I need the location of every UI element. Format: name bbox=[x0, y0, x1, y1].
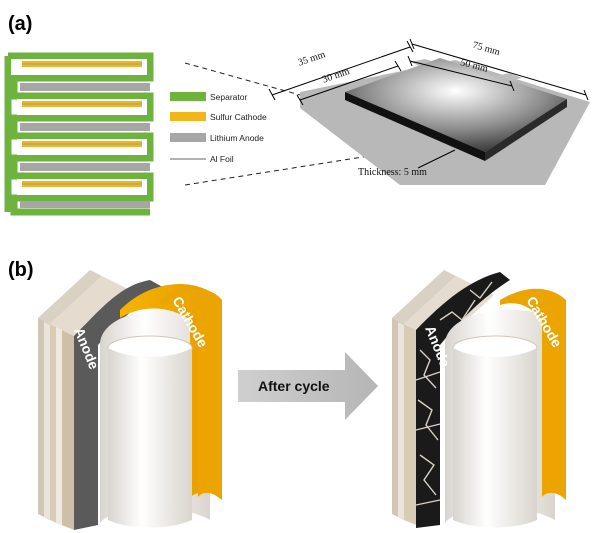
after-cycle-arrow bbox=[238, 352, 378, 420]
legend-swatch-separator bbox=[170, 92, 206, 101]
panel-a-label: (a) bbox=[8, 13, 32, 35]
dimensions bbox=[268, 38, 589, 169]
anode-sheet-before bbox=[74, 280, 168, 530]
legend-swatch-cathode bbox=[170, 112, 206, 121]
legend: Separator Sulfur Cathode Lithium Anode A… bbox=[170, 92, 267, 164]
panel-b-label: (b) bbox=[8, 259, 34, 281]
dim-label-35mm: 35 mm bbox=[297, 49, 327, 69]
legend-label-cathode: Sulfur Cathode bbox=[210, 112, 267, 122]
dim-label-thickness: Thickness: 5 mm bbox=[358, 167, 427, 178]
battery-before bbox=[38, 270, 222, 530]
separator-zfold bbox=[8, 52, 154, 216]
anode-sheet-after bbox=[416, 272, 510, 528]
legend-swatch-anode bbox=[170, 133, 206, 142]
dim-label-75mm: 75 mm bbox=[471, 40, 501, 58]
legend-label-foil: Al Foil bbox=[210, 154, 234, 164]
after-cycle-label: After cycle bbox=[258, 378, 330, 394]
cathode-sheet-after bbox=[500, 288, 566, 500]
anode-layers bbox=[20, 83, 150, 208]
anode-cracks bbox=[415, 281, 493, 506]
cell-top-face bbox=[345, 58, 567, 152]
legend-label-anode: Lithium Anode bbox=[210, 133, 264, 143]
pouch-cell bbox=[184, 58, 590, 186]
zfold-stack bbox=[4, 52, 154, 216]
battery-after bbox=[392, 270, 566, 528]
cathode-layers bbox=[22, 61, 142, 187]
legend-label-separator: Separator bbox=[210, 92, 247, 102]
cathode-sheet-before bbox=[120, 283, 222, 500]
